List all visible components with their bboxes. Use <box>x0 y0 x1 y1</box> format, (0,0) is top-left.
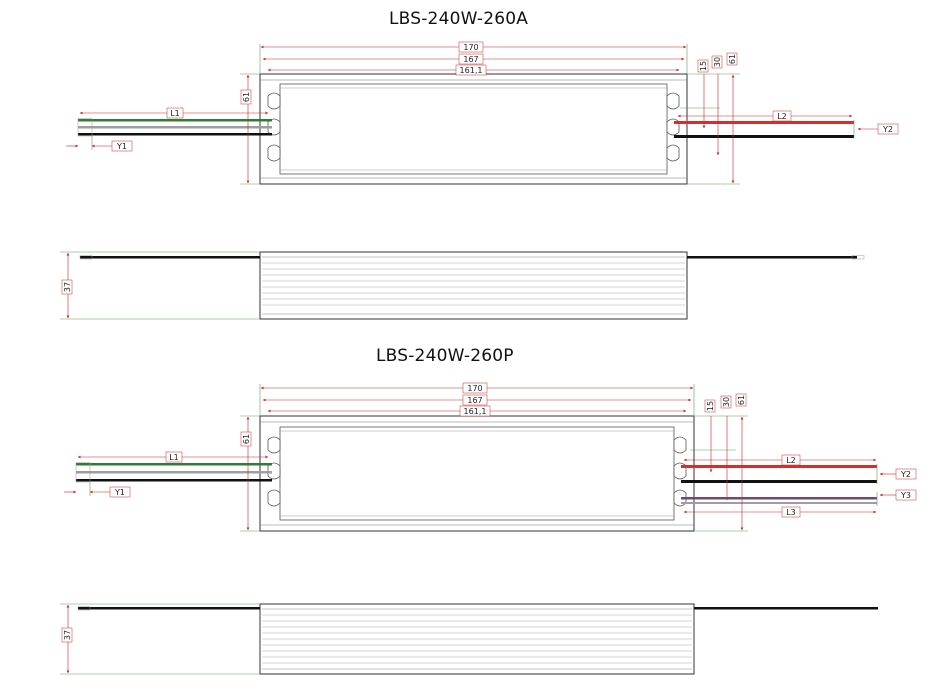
model-a-dim-167-label: 167 <box>463 55 478 64</box>
model-a-slot-left-bot <box>267 144 281 162</box>
model-p-side-view: 37 <box>60 603 878 675</box>
model-p-dim-170-label: 170 <box>467 384 482 393</box>
model-a-dim-37-label: 37 <box>63 282 72 292</box>
model-p-body-inner <box>279 426 675 521</box>
model-p-wire-purple <box>681 497 877 500</box>
model-a-slot-left-top <box>267 92 281 110</box>
model-p-label-l2: L2 <box>786 456 796 465</box>
model-p-slot-left-bot <box>267 489 281 507</box>
model-a-wire-black-left <box>78 133 272 136</box>
model-a-slot-right-top <box>666 92 680 110</box>
model-p-slot-right-top <box>673 436 687 454</box>
model-p-top-view: 170 167 161,1 61 15 30 61 L1 L2 L3 <box>64 382 917 532</box>
model-p-label-y2: Y2 <box>900 470 911 479</box>
model-a-wire-black-right <box>674 135 854 138</box>
model-a-wire-green <box>78 119 272 122</box>
model-a-top-view: 170 167 161,1 61 15 30 61 L1 L <box>66 41 899 185</box>
model-p-side-wire-left <box>78 607 260 610</box>
model-p-wire-green <box>76 463 272 466</box>
model-a-label-y1: Y1 <box>116 142 127 151</box>
model-a-side-wire-right <box>687 256 857 259</box>
model-p-side-wire-right <box>694 607 878 610</box>
model-a-side-wire-left <box>80 256 260 259</box>
model-p-wire-black-left <box>76 479 272 482</box>
model-a-dim-15-label: 15 <box>699 61 708 71</box>
model-p-dim-37-label: 37 <box>63 630 72 640</box>
model-a-wire-red <box>674 121 854 124</box>
model-p-wire-gray-right <box>681 502 877 504</box>
model-p-label-l3: L3 <box>786 508 796 517</box>
title-model-p: LBS-240W-260P <box>376 346 514 366</box>
model-p-side-fins <box>262 614 692 664</box>
model-a-dim-height-left-label: 61 <box>242 92 251 102</box>
title-model-a: LBS-240W-260A <box>389 9 529 29</box>
model-p-slot-left-top <box>267 436 281 454</box>
model-p-wire-black-right <box>681 480 877 483</box>
model-p-label-y1: Y1 <box>114 488 125 497</box>
model-a-dim-161-label: 161,1 <box>460 66 483 75</box>
model-a-label-l1: L1 <box>170 109 180 118</box>
model-p-label-l1: L1 <box>169 453 179 462</box>
model-a-dim-30-label: 30 <box>713 57 722 67</box>
model-a-label-y2: Y2 <box>882 125 893 134</box>
model-a-side-body <box>259 251 688 320</box>
model-p-dim-height-left-label: 61 <box>242 434 251 444</box>
model-p-label-y3: Y3 <box>900 491 911 500</box>
model-p-wire-red <box>681 465 877 468</box>
model-p-dim-167-label: 167 <box>467 396 482 405</box>
model-p-dim-30-label: 30 <box>722 397 731 407</box>
model-a-slot-right-bot <box>666 144 680 162</box>
model-a-dim-61-right-label: 61 <box>728 54 737 64</box>
model-a-side-fins <box>262 262 685 306</box>
model-p-dim-15-label: 15 <box>706 401 715 411</box>
model-a-dim-170-label: 170 <box>463 43 478 52</box>
model-a-side-view: 37 <box>60 251 865 320</box>
model-a-wire-gray <box>78 126 272 129</box>
model-p-dim-61-right-label: 61 <box>737 395 746 405</box>
model-p-wire-gray <box>76 471 272 474</box>
model-p-dim-161-label: 161,1 <box>464 407 487 416</box>
model-a-label-l2: L2 <box>777 112 787 121</box>
model-a-body-inner <box>279 83 668 175</box>
